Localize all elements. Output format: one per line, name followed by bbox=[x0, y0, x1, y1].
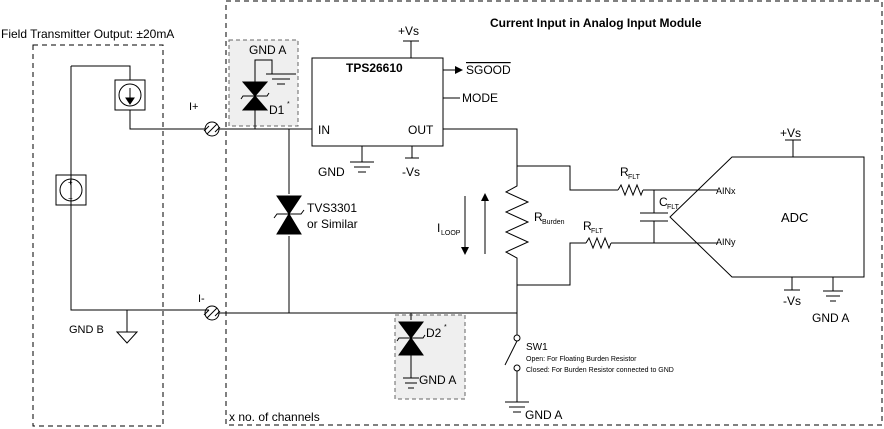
d1-mark: * bbox=[287, 101, 290, 108]
adc-block bbox=[669, 156, 865, 278]
field-title: Field Transmitter Output: ±20mA bbox=[1, 27, 174, 41]
tvs-line2: or Similar bbox=[307, 217, 358, 231]
gnd-ic-label: GND bbox=[318, 165, 345, 179]
capacitor-icon bbox=[640, 190, 668, 243]
source-plus: + bbox=[68, 178, 73, 187]
vs-top-label: +Vs bbox=[398, 24, 419, 38]
iloop-main: I bbox=[437, 221, 440, 235]
sw-open-label: Open: For Floating Burden Resistor bbox=[526, 356, 637, 363]
ground-b-icon bbox=[115, 331, 139, 344]
d2-label: D2 bbox=[426, 326, 442, 340]
adc-label: ADC bbox=[781, 210, 808, 225]
resistor-icon bbox=[585, 236, 612, 250]
tvs-diode-icon bbox=[273, 195, 305, 235]
rflt2-main: R bbox=[583, 219, 592, 233]
fuse-icon bbox=[203, 121, 221, 137]
ground-icon bbox=[350, 161, 374, 173]
channels-label: x no. of channels bbox=[229, 410, 320, 424]
rflt1-sub: FLT bbox=[628, 174, 641, 181]
ainx-label: AINx bbox=[716, 186, 736, 196]
gnd-a-adc: GND A bbox=[812, 311, 849, 325]
rflt1-main: R bbox=[620, 165, 629, 179]
ic-name: TPS26610 bbox=[346, 61, 403, 75]
out-wire bbox=[443, 128, 518, 160]
in-pin-label: IN bbox=[318, 123, 330, 137]
tps26610-ic bbox=[311, 57, 444, 147]
i-plus-label: I+ bbox=[189, 101, 198, 113]
rburden-sub: Burden bbox=[542, 219, 565, 226]
module-title: Current Input in Analog Input Module bbox=[490, 16, 702, 30]
iloop-sub: LOOP bbox=[441, 230, 461, 237]
current-source-box bbox=[114, 79, 146, 111]
gnd-a-d2-label: GND A bbox=[419, 373, 456, 387]
field-transmitter-box bbox=[32, 44, 164, 427]
diode-icon bbox=[396, 321, 426, 356]
adc-vs-neg: -Vs bbox=[783, 294, 801, 308]
current-source-out-wire bbox=[129, 110, 206, 130]
analog-module-box bbox=[225, 0, 883, 426]
gnd-a-sw-label: GND A bbox=[525, 408, 562, 422]
current-source-icon bbox=[118, 83, 142, 107]
tvs-line1: TVS3301 bbox=[307, 201, 357, 215]
current-source-top-wire bbox=[71, 65, 131, 80]
vs-neg-ic-label: -Vs bbox=[402, 165, 420, 179]
ainy-label: AINy bbox=[716, 237, 736, 247]
sw-closed-label: Closed: For Burden Resistor connected to… bbox=[526, 367, 674, 374]
cflt-main: C bbox=[659, 195, 668, 209]
diode-icon bbox=[240, 81, 270, 111]
sw1-label: SW1 bbox=[526, 342, 548, 353]
sgood-label: SGOOD bbox=[466, 63, 511, 77]
source-minus: − bbox=[68, 194, 73, 203]
cflt-sub: FLT bbox=[667, 204, 680, 211]
i-minus-label: I- bbox=[198, 293, 205, 305]
gnd-b-label: GND B bbox=[69, 324, 104, 336]
out-pin-label: OUT bbox=[408, 123, 434, 137]
ground-icon bbox=[403, 377, 419, 389]
d2-mark: * bbox=[444, 324, 447, 331]
ground-icon bbox=[266, 73, 296, 85]
rburden-main: R bbox=[534, 210, 543, 224]
ground-icon bbox=[505, 401, 529, 413]
ground-icon bbox=[823, 290, 843, 302]
resistor-icon bbox=[617, 183, 644, 197]
resistor-icon bbox=[504, 160, 530, 270]
rflt2-sub: FLT bbox=[591, 228, 604, 235]
switch-icon bbox=[504, 334, 521, 372]
adc-vs-pos: +Vs bbox=[780, 126, 801, 140]
field-loop-wire bbox=[70, 66, 209, 311]
fuse-icon bbox=[203, 305, 221, 321]
d1-label: D1 bbox=[269, 103, 285, 117]
mode-label: MODE bbox=[462, 91, 498, 105]
gnd-a-d1-label: GND A bbox=[249, 43, 286, 57]
